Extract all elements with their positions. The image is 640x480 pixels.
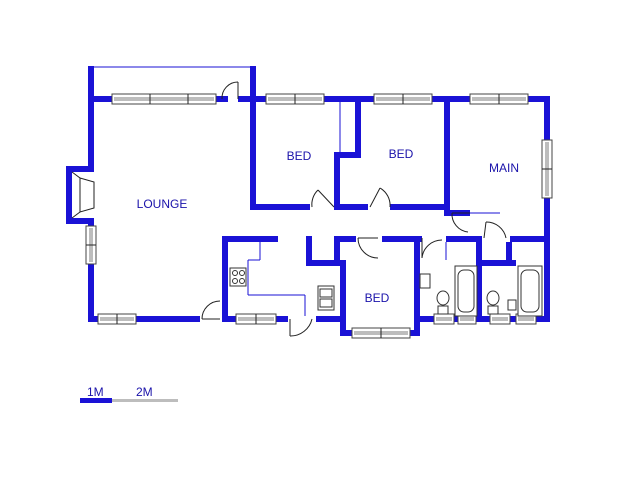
toilet-icon <box>486 290 500 315</box>
scale-label-1m: 1M <box>87 385 104 399</box>
fireplace <box>66 166 95 224</box>
doors <box>201 81 507 337</box>
scale-bar: 1M 2M <box>80 385 178 403</box>
room-label-bed3: BED <box>365 291 390 305</box>
room-labels: LOUNGE BED BED MAIN BED <box>137 147 519 305</box>
bathtub-icon <box>517 265 543 317</box>
room-label-main: MAIN <box>489 161 519 175</box>
room-label-bed1: BED <box>287 149 312 163</box>
room-label-bed2: BED <box>389 147 414 161</box>
basin-icon <box>419 273 431 289</box>
room-label-lounge: LOUNGE <box>137 197 188 211</box>
toilet-icon <box>436 290 450 315</box>
basin-icon <box>507 299 517 311</box>
scale-bar-dark-segment <box>80 398 112 403</box>
fixtures <box>229 265 543 317</box>
scale-bar-light-segment <box>112 399 178 402</box>
bathtub-icon <box>454 265 478 317</box>
scale-label-2m: 2M <box>136 385 153 399</box>
